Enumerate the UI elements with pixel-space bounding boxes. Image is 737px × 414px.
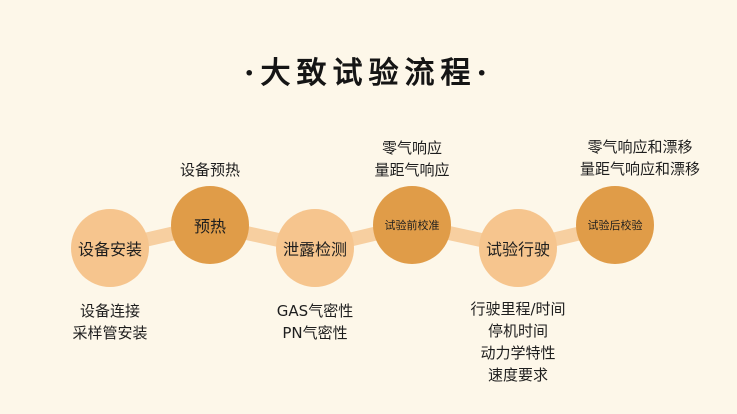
step-6-note: 零气响应和漂移	[587, 138, 693, 156]
step-6-notes: 零气响应和漂移 量距气响应和漂移	[565, 136, 715, 180]
step-5-note: 速度要求	[487, 366, 548, 384]
step-5-note: 行驶里程/时间	[470, 300, 566, 318]
step-3-note: PN气密性	[282, 324, 348, 342]
step-1-notes: 设备连接 采样管安装	[50, 300, 170, 344]
step-2-note: 设备预热	[179, 161, 240, 179]
step-6-label: 试验后校验	[587, 219, 643, 232]
step-3-note: GAS气密性	[276, 302, 354, 320]
step-4-notes: 零气响应 量距气响应	[352, 137, 472, 181]
step-3-label: 泄露检测	[282, 240, 347, 259]
step-2-label: 预热	[193, 217, 226, 236]
step-1-note: 采样管安装	[72, 324, 148, 342]
step-5-note: 动力学特性	[480, 344, 556, 362]
step-6-node: 试验后校验	[576, 186, 654, 264]
step-1-note: 设备连接	[79, 302, 140, 320]
step-3-notes: GAS气密性 PN气密性	[255, 300, 375, 344]
step-2-node: 预热	[171, 186, 249, 264]
step-1-node: 设备安装	[71, 209, 149, 287]
step-5-node: 试验行驶	[479, 209, 557, 287]
step-3-node: 泄露检测	[276, 209, 354, 287]
step-4-note: 量距气响应	[374, 161, 450, 179]
diagram-title: ·大致试验流程·	[244, 56, 493, 91]
step-4-note: 零气响应	[381, 139, 442, 157]
step-1-label: 设备安装	[77, 240, 142, 259]
step-4-node: 试验前校准	[373, 186, 451, 264]
step-4-label: 试验前校准	[384, 219, 440, 232]
step-5-note: 停机时间	[487, 322, 548, 340]
step-6-note: 量距气响应和漂移	[579, 160, 700, 178]
step-5-label: 试验行驶	[485, 240, 550, 259]
step-2-notes: 设备预热	[160, 159, 260, 181]
step-5-notes: 行驶里程/时间 停机时间 动力学特性 速度要求	[458, 298, 578, 386]
